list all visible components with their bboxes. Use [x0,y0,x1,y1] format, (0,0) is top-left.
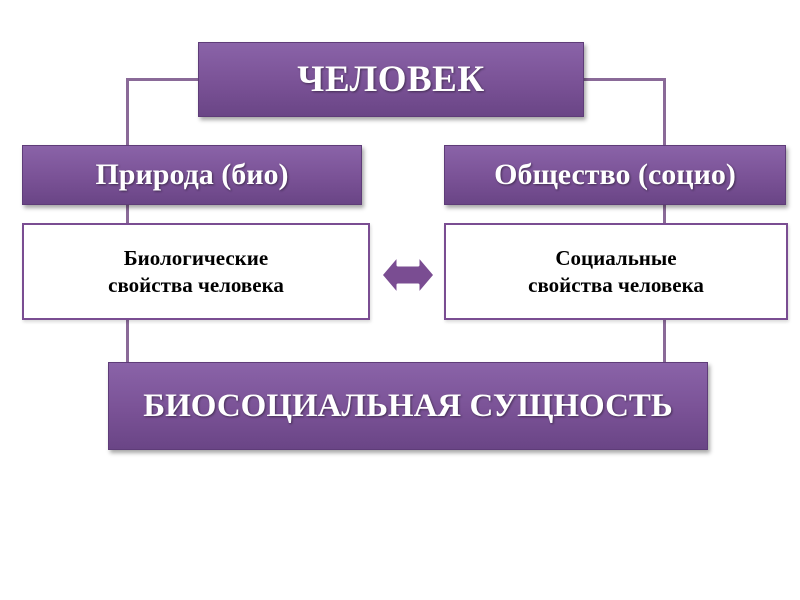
human-title: ЧЕЛОВЕК [297,59,485,100]
biosocial-essence-box: БИОСОЦИАЛЬНАЯ СУЩНОСТЬ [108,362,708,450]
biological-properties-box: Биологические свойства человека [22,223,370,320]
biological-properties-line1: Биологические [123,246,269,271]
connector-left-vertical [126,78,129,364]
social-properties-box: Социальные свойства человека [444,223,788,320]
biological-properties-line2: свойства человека [108,272,284,297]
society-heading-box: Общество (социо) [444,145,786,205]
human-title-box: ЧЕЛОВЕК [198,42,584,117]
connector-top-left [126,78,200,81]
social-properties-line1: Социальные [555,246,677,271]
double-arrow-icon [379,253,437,297]
nature-heading-box: Природа (био) [22,145,362,205]
biosocial-essence-title: БИОСОЦИАЛЬНАЯ СУЩНОСТЬ [143,387,673,424]
connector-top-right [582,78,666,81]
society-heading: Общество (социо) [494,158,736,191]
nature-heading: Природа (био) [95,158,289,191]
connector-right-vertical [663,78,666,364]
social-properties-line2: свойства человека [528,272,704,297]
